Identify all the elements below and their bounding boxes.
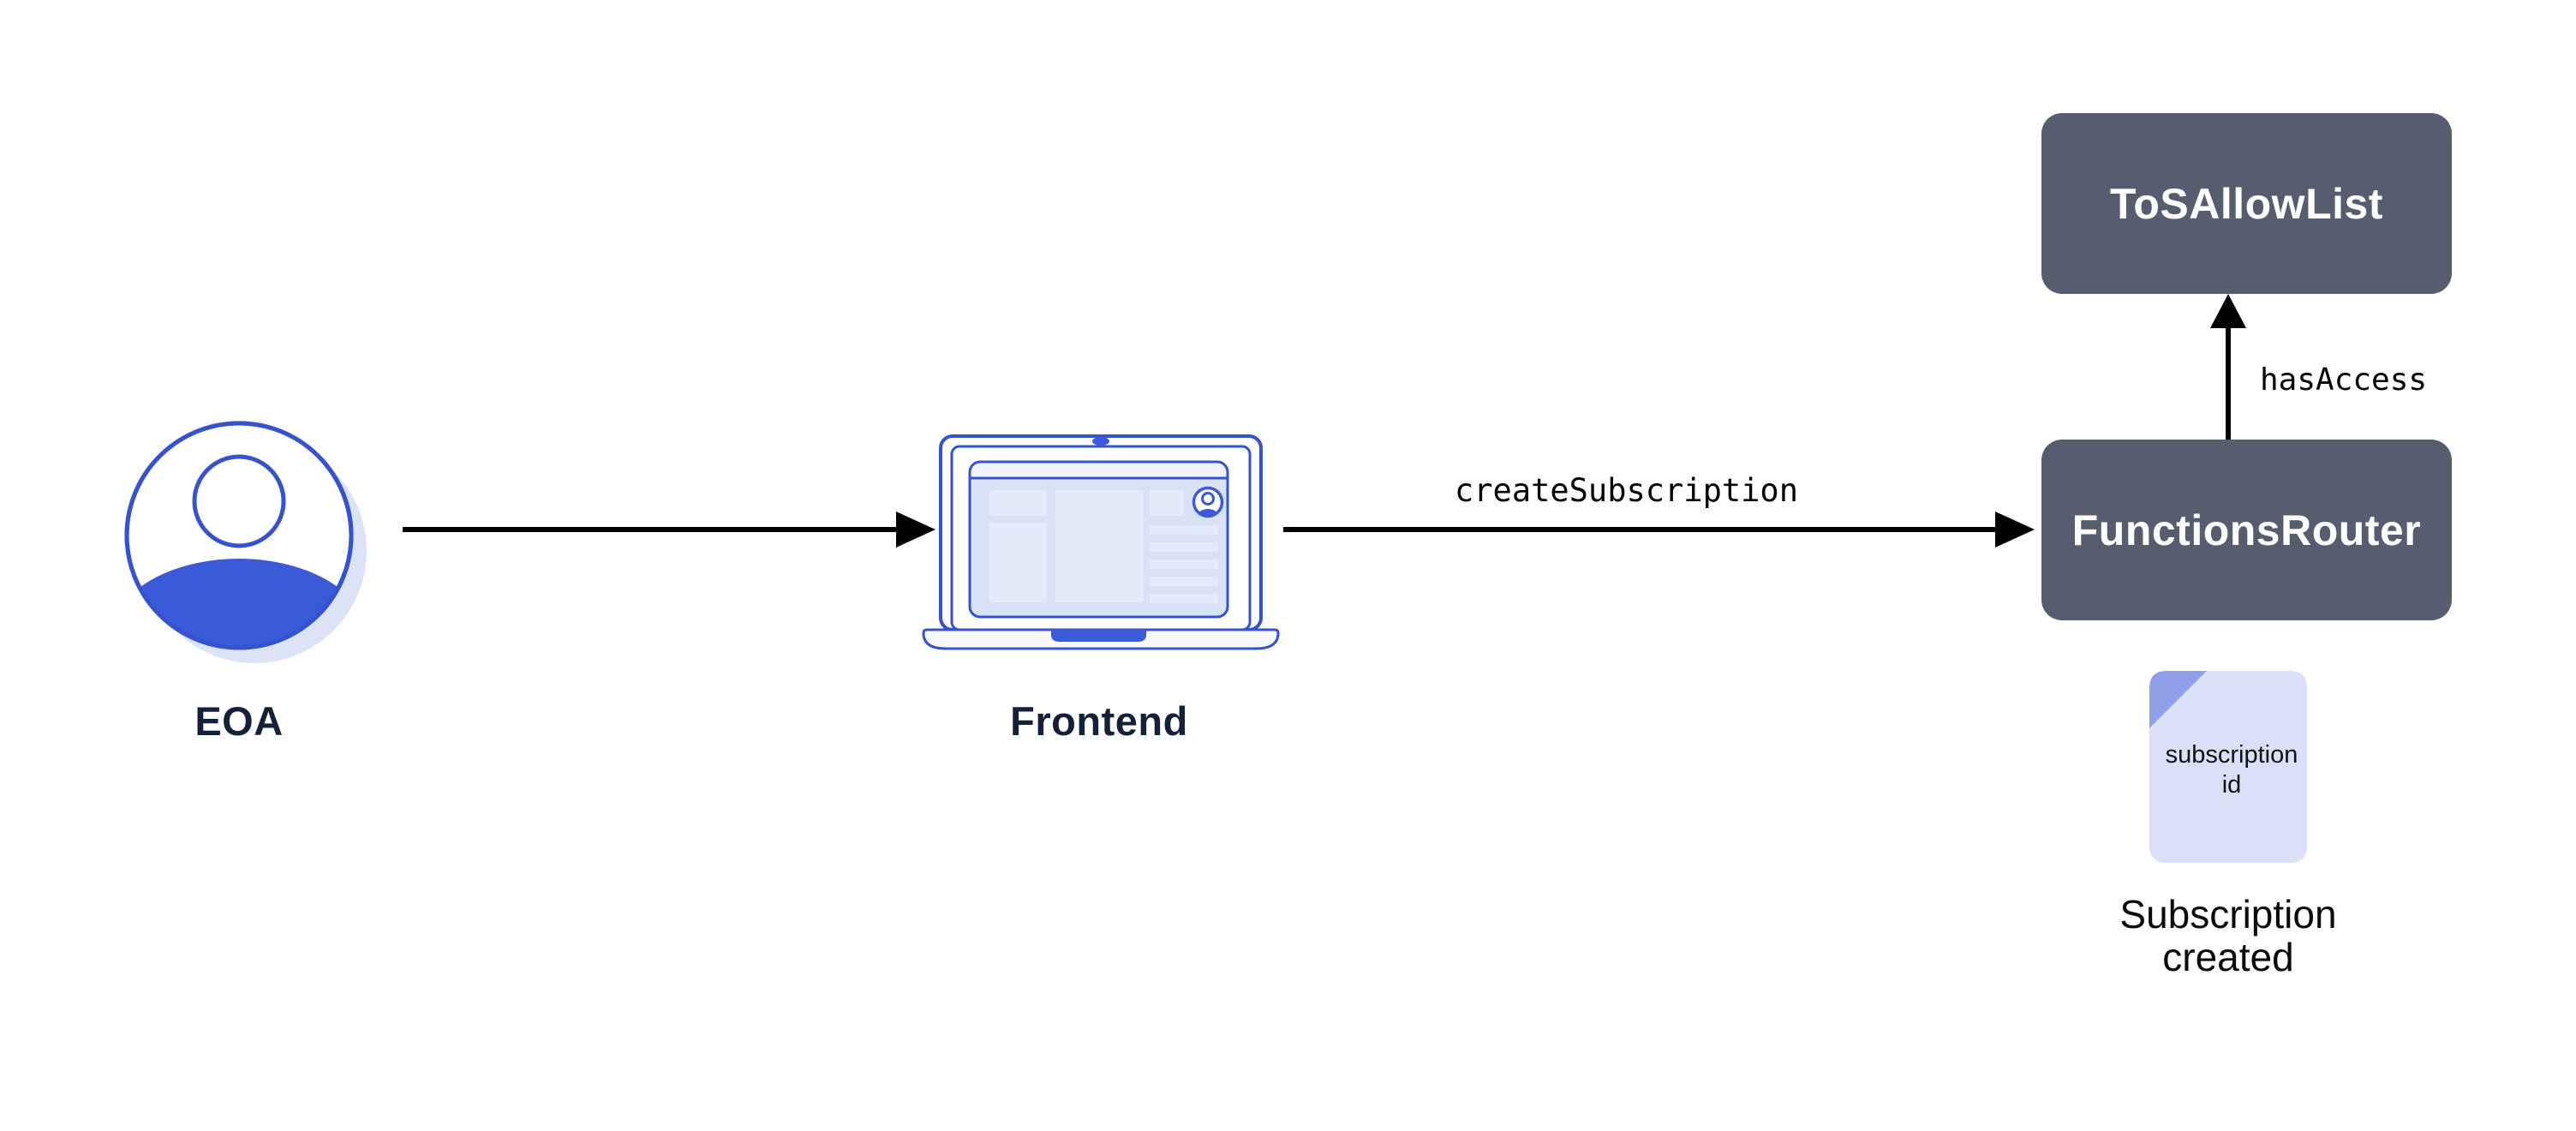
functions-router-label: FunctionsRouter (2071, 506, 2422, 554)
node-tos-allow-list: ToSAllowList (2041, 113, 2452, 294)
arrow-frontend-to-router-icon (1283, 512, 2035, 548)
document-text-line1: subscription (2165, 741, 2298, 769)
arrow-router-to-tos-icon (2210, 294, 2246, 441)
edge-label-has-access: hasAccess (2260, 362, 2428, 398)
document-text-line2: id (2221, 771, 2242, 799)
document-text: subscription id (2146, 740, 2317, 800)
frontend-label: Frontend (1010, 698, 1188, 744)
tos-allow-list-label: ToSAllowList (2110, 179, 2383, 228)
node-functions-router: FunctionsRouter (2041, 440, 2452, 620)
document-icon (2149, 671, 2307, 863)
caption-line2: created (2162, 935, 2294, 979)
eoa-label: EOA (194, 698, 284, 744)
user-avatar-icon (124, 421, 367, 663)
caption-line1: Subscription (2119, 892, 2337, 937)
edge-label-create-subscription: createSubscription (1455, 472, 1798, 509)
subscription-created-caption: Subscription created (2057, 893, 2400, 978)
arrow-eoa-to-frontend-icon (403, 512, 935, 548)
laptop-icon (922, 434, 1280, 650)
